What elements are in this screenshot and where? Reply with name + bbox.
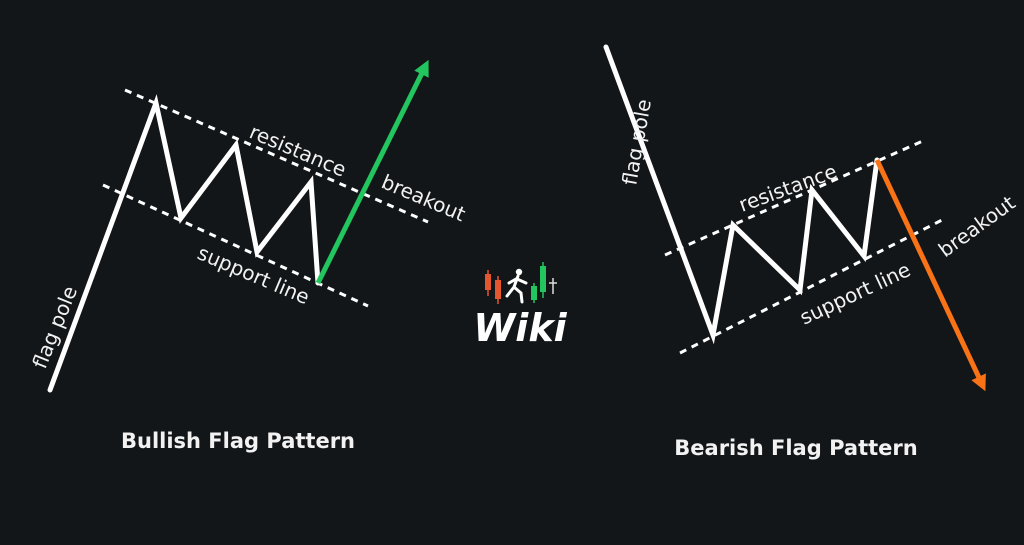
bearish-breakout-label: breakout <box>934 190 1020 262</box>
wiki-logo-text: Wiki <box>473 306 567 350</box>
bullish-support-label: support line <box>194 241 313 310</box>
bearish-title: Bearish Flag Pattern <box>674 436 917 460</box>
bearish-flag-pole-and-zigzag <box>603 44 880 345</box>
wiki-logo: Wiki <box>473 262 568 350</box>
candlestick-icon <box>485 262 557 304</box>
bullish-resistance-line <box>124 88 429 224</box>
bullish-support-line <box>102 183 369 308</box>
bearish-flag-diagram: flag pole resistance support line breako… <box>603 44 1020 460</box>
bullish-title: Bullish Flag Pattern <box>121 429 355 453</box>
bearish-support-line <box>679 216 947 355</box>
bullish-flag-diagram: flag pole resistance support line breako… <box>27 59 469 453</box>
bullish-breakout-arrow <box>315 59 429 285</box>
bearish-breakout-arrow <box>874 158 986 392</box>
bullish-breakout-label: breakout <box>378 170 469 227</box>
bearish-flag-pole-label: flag pole <box>617 97 656 187</box>
bearish-support-label: support line <box>796 257 914 329</box>
bearish-resistance-line <box>664 138 926 257</box>
bullish-flag-pole-and-zigzag <box>47 94 321 393</box>
